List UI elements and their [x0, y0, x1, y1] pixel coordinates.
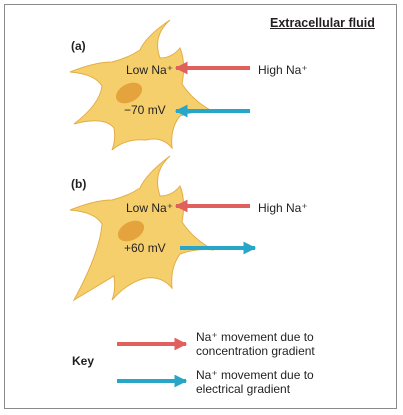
nucleus-b — [117, 220, 145, 242]
panel-label-b: (b) — [71, 177, 87, 191]
membrane-potential-b: +60 mV — [124, 241, 166, 255]
outside-label-b: High Na⁺ — [258, 201, 308, 215]
key-item-electrical-line2: electrical gradient — [196, 382, 291, 396]
key-label: Key — [72, 354, 95, 368]
figure-frame — [4, 4, 397, 409]
inside-label-b: Low Na⁺ — [126, 201, 174, 215]
key-item-concentration-line1: Na⁺ movement due to — [196, 330, 314, 344]
cell-body-a — [69, 19, 215, 151]
key-item-concentration-line2: concentration gradient — [196, 344, 315, 358]
key-item-electrical-line1: Na⁺ movement due to — [196, 368, 314, 382]
neuron-cell-a — [69, 19, 250, 151]
nucleus-a — [115, 82, 143, 104]
inside-label-a: Low Na⁺ — [126, 63, 174, 77]
key-item-electrical: Na⁺ movement due to electrical gradient — [196, 368, 314, 396]
neuron-cell-b — [69, 155, 257, 302]
figure-title: Extracellular fluid — [270, 16, 375, 30]
membrane-potential-a: −70 mV — [124, 103, 166, 117]
key-item-concentration: Na⁺ movement due to concentration gradie… — [196, 330, 315, 358]
panel-label-a: (a) — [71, 39, 86, 53]
outside-label-a: High Na⁺ — [258, 63, 308, 77]
